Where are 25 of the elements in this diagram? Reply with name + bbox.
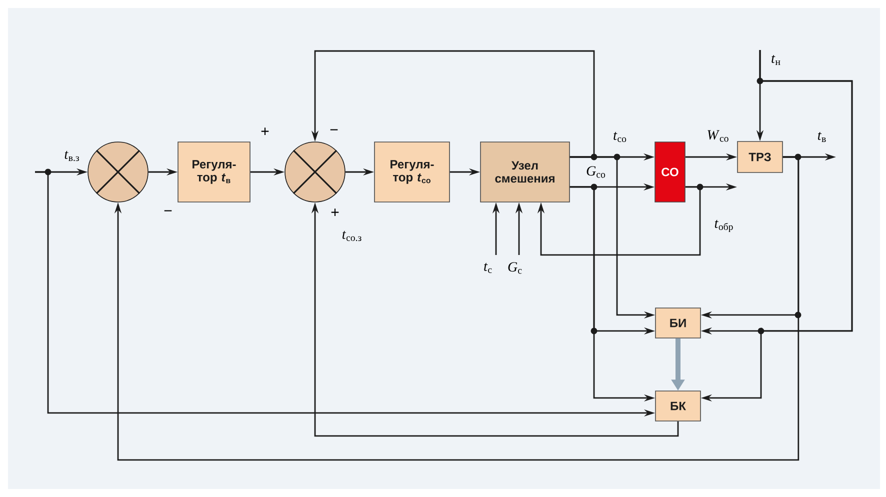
signal-label: t$_{н}$ bbox=[772, 54, 780, 65]
block-box: БИ bbox=[655, 308, 701, 338]
sign-label: + bbox=[331, 208, 339, 216]
signal-label: G$_{с}$ bbox=[508, 262, 522, 274]
summing-junction bbox=[88, 142, 148, 202]
block-box: СО bbox=[654, 142, 686, 202]
signal-label: G$_{со}$ bbox=[586, 166, 606, 178]
signal-label: t$_{со}$ bbox=[614, 132, 626, 142]
sign-label: + bbox=[261, 128, 269, 135]
signal-label: W$_{со}$ bbox=[708, 130, 728, 142]
signal-label: t$_{со.з}$ bbox=[342, 230, 362, 242]
block-box: БК bbox=[655, 390, 701, 422]
summing-junction bbox=[284, 142, 346, 202]
block-box: ТРЗ bbox=[737, 141, 783, 173]
signal-label: t$_{в}$ bbox=[818, 132, 826, 142]
signal-label: t$_{с}$ bbox=[484, 262, 492, 274]
block-box: Регуля- тор t$_{со}$ bbox=[374, 142, 450, 202]
sign-label: − bbox=[330, 129, 338, 130]
arrow bbox=[114, 156, 800, 461]
arrow bbox=[537, 186, 701, 256]
block-box: Регуля- тор t$_{в}$ bbox=[178, 142, 250, 202]
sign-label: − bbox=[164, 210, 172, 212]
block-box: Узел смешения bbox=[480, 142, 570, 202]
signal-label: t$_{обр}$ bbox=[714, 220, 733, 232]
signal-label: t$_{в.з}$ bbox=[64, 150, 79, 162]
